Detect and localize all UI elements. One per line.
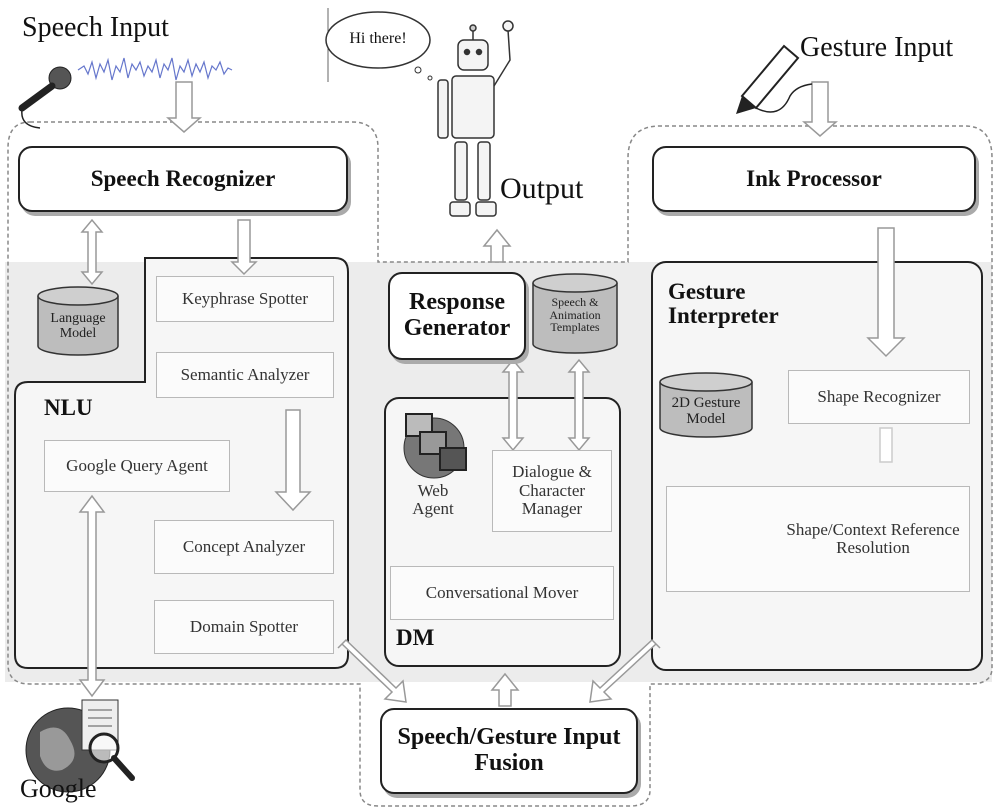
speech-gesture-fusion-box: Speech/Gesture Input Fusion	[380, 708, 638, 794]
shape-context-resolution-box: Shape/Context Reference Resolution	[666, 486, 970, 592]
robot-character-icon	[437, 20, 514, 217]
google-search-icon	[25, 699, 135, 793]
keyphrase-spotter-box: Keyphrase Spotter	[156, 276, 334, 322]
dm-label: DM	[396, 625, 435, 650]
waveform-icon	[77, 57, 233, 81]
nlu-label: NLU	[44, 395, 93, 420]
web-agent-label: Web Agent	[412, 481, 454, 519]
speech-animation-templates-label: Speech & Animation Templates	[549, 295, 601, 335]
gesture-input-title: Gesture Input	[800, 32, 954, 63]
ink-processor-box: Ink Processor	[652, 146, 976, 212]
gesture-model-2d-database	[659, 372, 753, 438]
speech-animation-templates-database	[532, 273, 618, 354]
system-boundary	[7, 121, 993, 807]
microphone-icon	[18, 66, 72, 129]
google-logo-text: Google	[20, 774, 97, 803]
output-title: Output	[500, 172, 584, 205]
pencil-icon	[736, 44, 813, 114]
language-model-database	[37, 286, 119, 356]
web-agent-icon	[403, 413, 467, 479]
speech-recognizer-box: Speech Recognizer	[18, 146, 348, 212]
dialogue-character-manager-box: Dialogue & Character Manager	[492, 450, 612, 532]
concept-analyzer-box: Concept Analyzer	[154, 520, 334, 574]
gesture-interpreter-label: Gesture Interpreter	[668, 279, 779, 329]
google-query-agent-box: Google Query Agent	[44, 440, 230, 492]
flow-arrows	[78, 81, 906, 707]
semantic-analyzer-box: Semantic Analyzer	[156, 352, 334, 398]
gesture-model-2d-label: 2D Gesture Model	[671, 395, 741, 427]
speech-bubble	[325, 11, 433, 81]
language-model-label: Language Model	[50, 311, 106, 341]
speech-input-title: Speech Input	[22, 12, 169, 43]
shape-recognizer-box: Shape Recognizer	[788, 370, 970, 424]
response-generator-box: Response Generator	[388, 272, 526, 360]
domain-spotter-box: Domain Spotter	[154, 600, 334, 654]
speech-bubble-text: Hi there!	[349, 30, 407, 47]
conversational-mover-box: Conversational Mover	[390, 566, 614, 620]
